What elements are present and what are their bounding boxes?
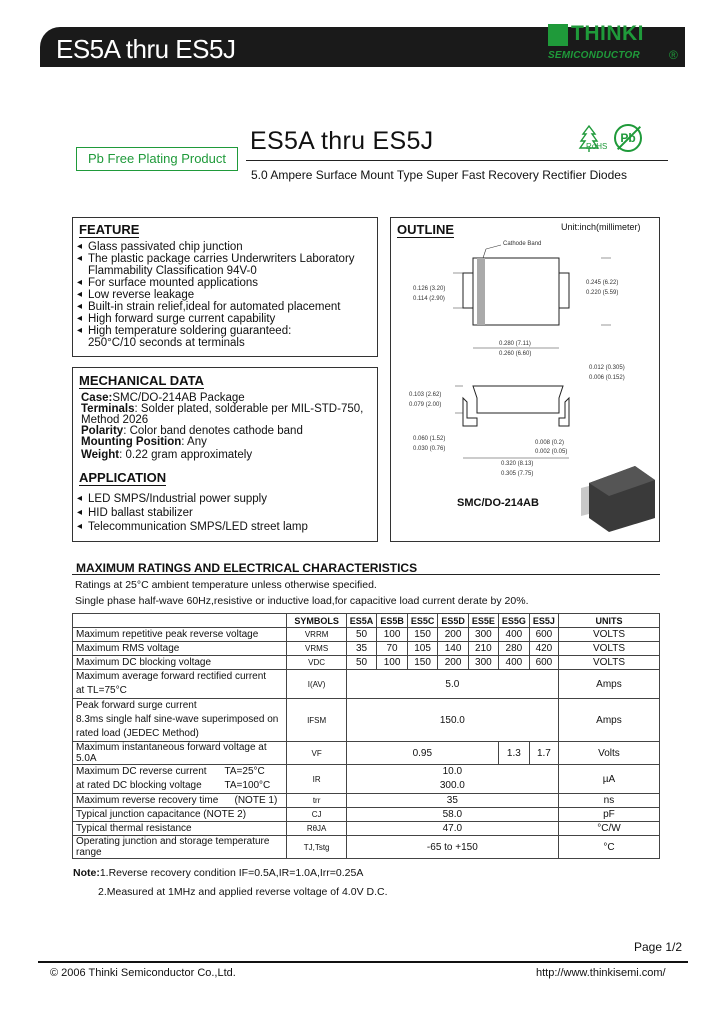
copyright: © 2006 Thinki Semiconductor Co.,Ltd. [50, 967, 236, 979]
ratings-note-1: Ratings at 25°C ambient temperature unle… [75, 579, 377, 591]
page-number: Page 1/2 [634, 940, 683, 954]
list-item: HID ballast stabilizer [76, 506, 371, 520]
dim-label: 0.030 (0.76) [413, 446, 446, 452]
dim-label: 0.126 (3.20) [413, 286, 446, 292]
mechanical-heading: MECHANICAL DATA [79, 373, 204, 389]
logo-text: THINKI [571, 22, 644, 45]
dim-label: 0.280 (7.11) [499, 341, 531, 347]
table-row: Typical thermal resistance RθJA 47.0 °C/… [71, 821, 661, 836]
table-row: Maximum instantaneous forward voltage at… [71, 741, 661, 765]
mechanical-data: Case:SMC/DO-214AB Package Terminals: Sol… [81, 392, 364, 461]
footer-divider [38, 961, 688, 963]
dim-label: 0.114 (2.90) [413, 296, 445, 302]
feature-heading: FEATURE [79, 222, 140, 238]
ratings-divider [72, 574, 660, 575]
ratings-note-2: Single phase half-wave 60Hz,resistive or… [75, 595, 529, 607]
list-item: High forward surge current capability [76, 313, 371, 325]
table-row: Maximum reverse recovery time(NOTE 1) tr… [71, 793, 661, 808]
mechanical-box: MECHANICAL DATA Case:SMC/DO-214AB Packag… [72, 367, 378, 542]
dim-label: 0.012 (0.305) [589, 365, 625, 371]
dim-label: 0.220 (5.59) [586, 290, 619, 296]
list-item: Glass passivated chip junction [76, 241, 371, 253]
ratings-table: SYMBOLS ES5A ES5B ES5C ES5D ES5E ES5G ES… [71, 613, 661, 859]
dim-label: 0.260 (6.60) [499, 351, 532, 357]
dim-label: 0.060 (1.52) [413, 436, 446, 442]
table-row: Operating junction and storage temperatu… [71, 835, 661, 859]
table-row: Typical junction capacitance (NOTE 2) CJ… [71, 807, 661, 822]
pb-free-badge: Pb Free Plating Product [76, 147, 238, 171]
thinki-logo-icon [548, 24, 568, 46]
dim-label: 0.006 (0.152) [589, 375, 625, 381]
application-list: LED SMPS/Industrial power supply HID bal… [76, 492, 371, 534]
ratings-heading: MAXIMUM RATINGS AND ELECTRICAL CHARACTER… [76, 561, 418, 575]
notes-line-2: 2.Measured at 1MHz and applied reverse v… [98, 886, 388, 898]
list-item: LED SMPS/Industrial power supply [76, 492, 371, 506]
registered-mark: ® [669, 48, 678, 62]
page-title: ES5A thru ES5J [250, 127, 434, 155]
rohs-label: RoHS [586, 142, 608, 151]
dim-label: 0.008 (0.2) [535, 440, 565, 446]
dim-label: 0.305 (7.75) [501, 471, 534, 477]
feature-extra: 250°C/10 seconds at terminals [88, 337, 245, 349]
outline-box: OUTLINE Unit:inch(millimeter) Cathode Ba… [390, 217, 660, 542]
list-item: For surface mounted applications [76, 277, 371, 289]
list-item: Low reverse leakage [76, 289, 371, 301]
list-item: High temperature soldering guaranteed: [76, 325, 371, 337]
header-banner [40, 27, 685, 67]
rohs-tree-icon [578, 124, 600, 152]
outline-drawing [453, 244, 655, 532]
banner-title: ES5A thru ES5J [56, 34, 236, 64]
unit-label: Unit:inch(millimeter) [561, 222, 641, 232]
feature-list: Glass passivated chip junction The plast… [76, 241, 371, 337]
application-heading: APPLICATION [79, 470, 167, 486]
page-subtitle: 5.0 Ampere Surface Mount Type Super Fast… [251, 168, 627, 182]
dim-label: 0.002 (0.05) [535, 449, 568, 455]
outline-heading: OUTLINE [397, 222, 455, 238]
table-header-row: SYMBOLS ES5A ES5B ES5C ES5D ES5E ES5G ES… [71, 613, 661, 628]
feature-box: FEATURE Glass passivated chip junction T… [72, 217, 378, 357]
dim-label: 0.079 (2.00) [409, 402, 442, 408]
list-item: Built-in strain relief,ideal for automat… [76, 301, 371, 313]
list-item: Telecommunication SMPS/LED street lamp [76, 520, 371, 534]
logo-subtext: SEMICONDUCTOR [548, 50, 640, 61]
dim-label: 0.245 (6.22) [586, 280, 619, 286]
website-link[interactable]: http://www.thinkisemi.com/ [536, 967, 666, 979]
title-divider [246, 160, 668, 161]
table-row: Maximum average forward rectified curren… [71, 669, 661, 699]
cathode-label: Cathode Band [503, 241, 542, 247]
package-label: SMC/DO-214AB [457, 497, 539, 509]
notes-line-1: Note:1.Reverse recovery condition IF=0.5… [73, 867, 364, 879]
dim-label: 0.103 (2.62) [409, 392, 442, 398]
list-item: The plastic package carries Underwriters… [76, 253, 371, 277]
dim-label: 0.320 (8.13) [501, 461, 534, 467]
